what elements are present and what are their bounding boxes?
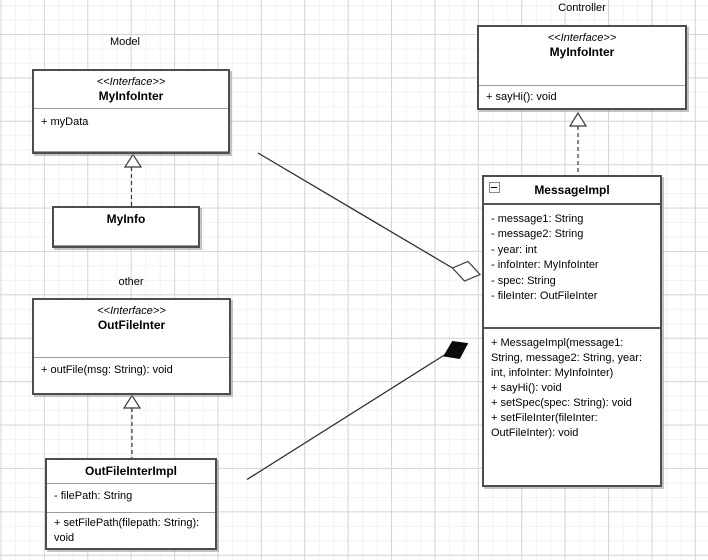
attribute-line: - filePath: String xyxy=(54,490,133,502)
stereotype-label: <<Interface>> xyxy=(96,76,166,88)
class-name: MyInfoInter xyxy=(98,89,164,103)
package-label-other[interactable]: other xyxy=(118,276,144,288)
operation-line: + MessageImpl(message1: String, message2… xyxy=(491,337,643,379)
attribute-line: - infoInter: MyInfoInter xyxy=(491,259,599,272)
class-name: MyInfoInter xyxy=(549,45,615,59)
realization-myinfo-to-myinfointer[interactable] xyxy=(123,153,143,207)
stereotype-label: <<Interface>> xyxy=(97,305,166,317)
aggregation-messageimpl-myinfointer[interactable] xyxy=(257,152,482,282)
package-label-controller[interactable]: Controller xyxy=(558,2,606,14)
hollow-diamond-icon xyxy=(451,260,482,282)
operation-line: + sayHi(): void xyxy=(491,382,562,394)
hollow-triangle-icon xyxy=(122,394,142,409)
operation-line: + setFilePath(filepath: String): void xyxy=(54,517,200,544)
attribute-line: - message2: String xyxy=(491,228,584,241)
class-box-controller-myinfointer[interactable]: <<Interface>> MyInfoInter + sayHi(): voi… xyxy=(477,25,687,110)
realization-messageimpl-to-myinfointer[interactable] xyxy=(568,111,588,175)
filled-diamond-icon xyxy=(443,340,469,360)
package-label-model[interactable]: Model xyxy=(110,36,140,48)
hollow-triangle-icon xyxy=(568,111,588,127)
attribute-line: - spec: String xyxy=(491,274,556,287)
class-box-messageimpl[interactable]: MessageImpl - message1: String - message… xyxy=(482,175,662,487)
operation-line: + outFile(msg: String): void xyxy=(41,364,173,376)
class-name: MyInfo xyxy=(106,212,146,226)
composition-messageimpl-outfileinter[interactable] xyxy=(246,340,469,481)
operation-line: + sayHi(): void xyxy=(486,91,557,103)
attribute-line: + myData xyxy=(41,116,89,128)
attribute-line: - message1: String xyxy=(491,213,584,225)
class-box-outfileinter[interactable]: <<Interface>> OutFileInter + outFile(msg… xyxy=(32,298,231,395)
attribute-line: - year: int xyxy=(491,243,537,256)
class-box-model-myinfointer[interactable]: <<Interface>> MyInfoInter + myData xyxy=(32,69,230,154)
class-name: OutFileInter xyxy=(97,318,166,332)
class-name: MessageImpl xyxy=(534,183,610,197)
class-box-outfileinterimpl[interactable]: OutFileInterImpl - filePath: String + se… xyxy=(45,458,217,550)
class-box-myinfo[interactable]: MyInfo xyxy=(52,206,200,248)
empty-operations-compartment xyxy=(34,151,228,152)
operation-line: + setSpec(spec: String): void xyxy=(491,397,632,409)
minus-glyph xyxy=(491,187,497,188)
stereotype-label: <<Interface>> xyxy=(547,32,617,44)
hollow-triangle-icon xyxy=(123,153,143,168)
empty-compartment xyxy=(54,245,198,246)
operation-line: + setFileInter(fileInter: OutFileInter):… xyxy=(491,412,598,439)
realization-outfileimpl-to-outfileinter[interactable] xyxy=(122,394,142,459)
class-name: OutFileInterImpl xyxy=(84,464,177,478)
attribute-line: - fileInter: OutFileInter xyxy=(491,290,598,303)
collapse-minus-icon[interactable] xyxy=(489,182,500,193)
